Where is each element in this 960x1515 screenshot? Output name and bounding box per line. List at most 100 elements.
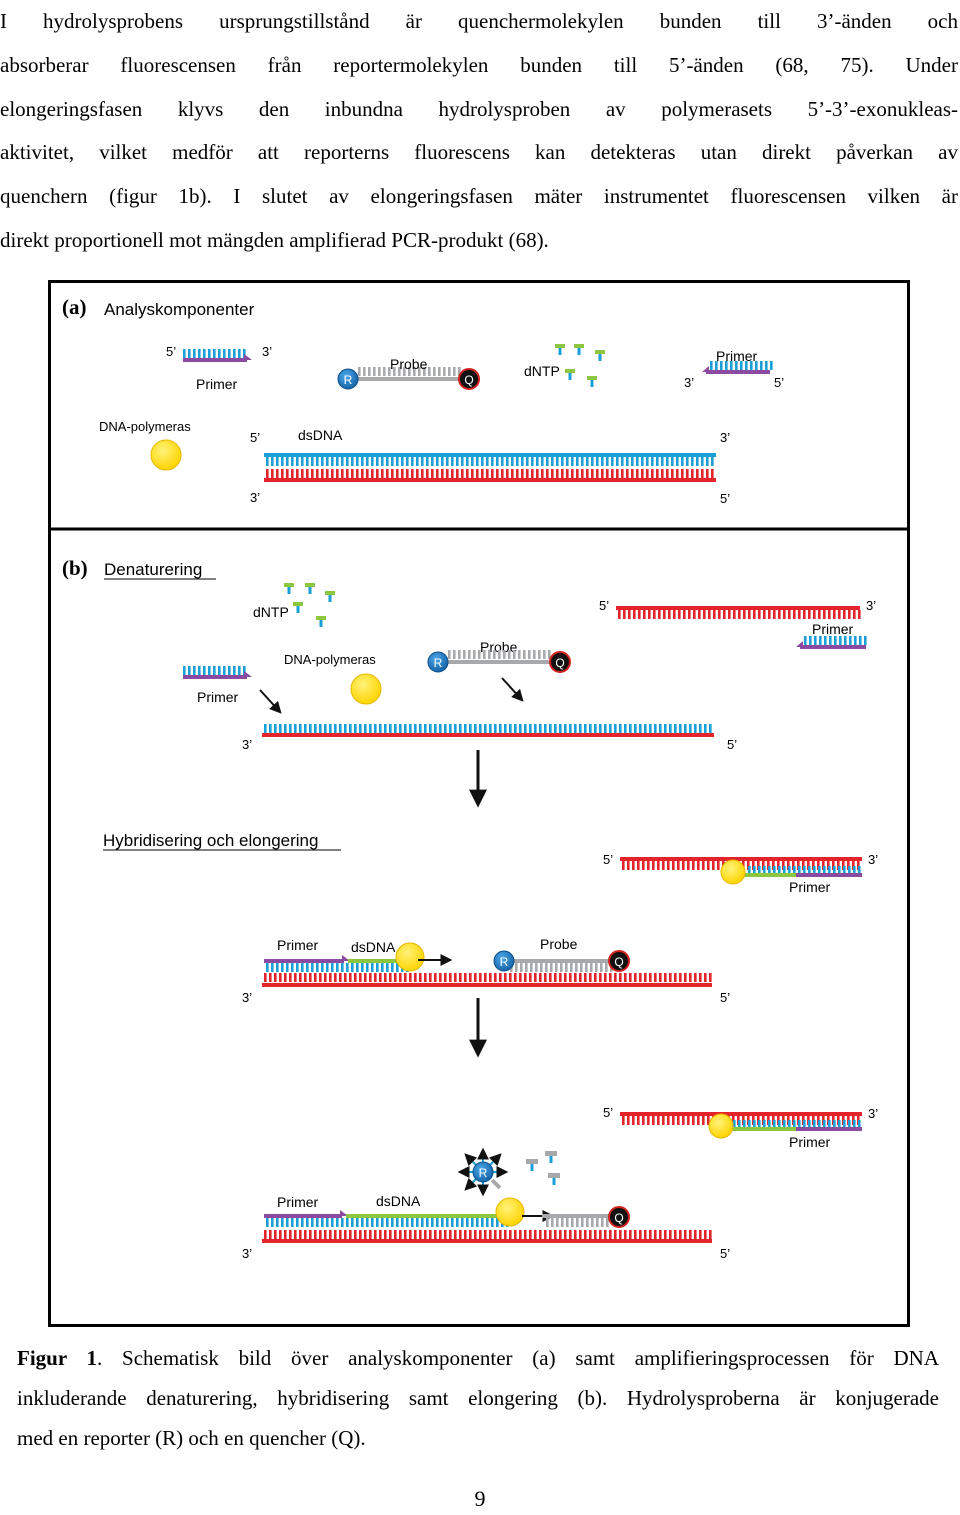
base-rung [266, 469, 269, 478]
base-rung [634, 724, 637, 733]
template-b2 [264, 973, 712, 982]
base-rung [636, 469, 639, 478]
base-rung [458, 650, 461, 659]
base-rung [828, 866, 831, 875]
base-rung [804, 636, 807, 645]
base-rung [374, 973, 377, 982]
base-rung [458, 367, 461, 376]
base-rung [183, 349, 186, 358]
base-rung [286, 457, 289, 466]
base-rung [371, 469, 374, 478]
base-rung [456, 469, 459, 478]
base-rung [326, 963, 329, 972]
base-rung [369, 973, 372, 982]
base-rung [564, 973, 567, 982]
base-rung [623, 610, 626, 619]
base-rung [619, 1230, 622, 1239]
base-rung [373, 367, 376, 376]
primer-a-right [710, 361, 773, 370]
base-rung [574, 1230, 577, 1239]
base-rung [671, 457, 674, 466]
quencher-icon [549, 651, 571, 673]
base-rung [662, 861, 665, 870]
base-rung [541, 469, 544, 478]
base-rung [696, 457, 699, 466]
primer-b2-upper [748, 866, 861, 875]
base-rung [813, 1120, 816, 1129]
base-rung [697, 861, 700, 870]
base-rung [755, 361, 758, 370]
base-rung [341, 457, 344, 466]
base-rung [394, 724, 397, 733]
base-rung [837, 861, 840, 870]
base-rung [793, 1120, 796, 1129]
base-rung [451, 1218, 454, 1227]
base-rung [486, 1218, 489, 1227]
base-rung [381, 1218, 384, 1227]
base-rung [808, 866, 811, 875]
primer-label: Primer [789, 879, 831, 895]
base-rung [481, 457, 484, 466]
panel-a: (a) Analyskomponenter 5’ 3’ Primer R Q P… [62, 295, 784, 506]
base-rung [803, 1120, 806, 1129]
base-rung [514, 973, 517, 982]
base-rung [391, 963, 394, 972]
base-rung [479, 1230, 482, 1239]
polymerase-icon [720, 859, 746, 885]
base-rung [516, 457, 519, 466]
base-rung [344, 1230, 347, 1239]
base-rung [683, 610, 686, 619]
base-rung [269, 724, 272, 733]
base-rung [857, 861, 860, 870]
base-rung [498, 650, 501, 659]
base-rung [383, 367, 386, 376]
base-rung [618, 610, 621, 619]
base-rung [309, 724, 312, 733]
base-rung [508, 650, 511, 659]
base-rung [454, 1230, 457, 1239]
base-rung [842, 861, 845, 870]
base-rung [657, 861, 660, 870]
dsdna-label: dsDNA [351, 939, 396, 955]
base-rung [653, 610, 656, 619]
base-rung [619, 973, 622, 982]
base-rung [599, 1230, 602, 1239]
base-rung [696, 469, 699, 478]
base-rung [368, 367, 371, 376]
base-rung [499, 973, 502, 982]
base-rung [391, 1218, 394, 1227]
base-rung [743, 610, 746, 619]
dsdna-b3-newstrand [266, 1218, 509, 1227]
svg-text:Q: Q [614, 955, 623, 969]
dntp-stem [328, 595, 332, 602]
base-rung [710, 361, 713, 370]
base-rung [601, 1218, 604, 1227]
base-rung [643, 610, 646, 619]
base-rung [361, 457, 364, 466]
base-rung [346, 469, 349, 478]
base-rung [689, 724, 692, 733]
base-rung [692, 861, 695, 870]
base-rung [346, 1218, 349, 1227]
base-rung [426, 457, 429, 466]
base-rung [667, 1116, 670, 1125]
base-rung [223, 349, 226, 358]
base-rung [792, 861, 795, 870]
base-rung [768, 610, 771, 619]
base-rung [369, 724, 372, 733]
base-rung [441, 469, 444, 478]
base-rung [864, 636, 867, 645]
base-rung [324, 973, 327, 982]
base-rung [773, 1120, 776, 1129]
base-rung [203, 349, 206, 358]
base-rung [496, 469, 499, 478]
base-rung [486, 457, 489, 466]
base-rung [414, 1230, 417, 1239]
base-rung [279, 973, 282, 982]
base-rung [334, 973, 337, 982]
base-rung [329, 724, 332, 733]
base-rung [459, 1230, 462, 1239]
base-rung [413, 367, 416, 376]
base-rung [296, 469, 299, 478]
base-rung [511, 469, 514, 478]
